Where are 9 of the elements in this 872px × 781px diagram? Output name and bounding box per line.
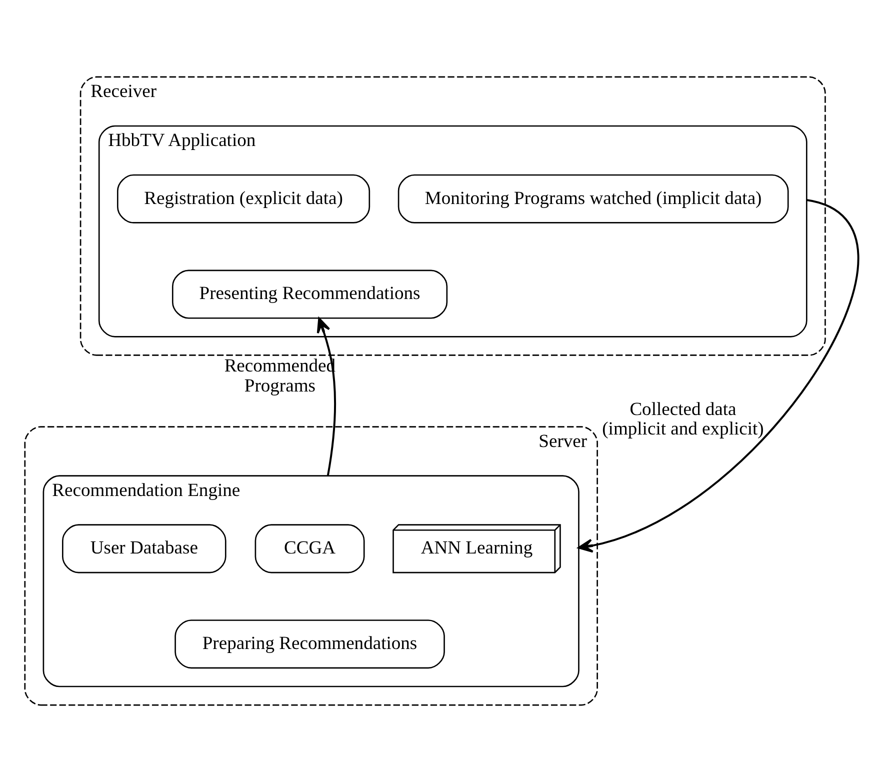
node-box: Monitoring Programs watched (implicit data) (397, 174, 788, 223)
edge-label: Collected data (implicit and explicit) (602, 398, 764, 440)
node-box: User Database (62, 524, 226, 573)
arrow (316, 317, 336, 476)
node-box: Preparing Recommendations (174, 619, 444, 668)
node-box: Presenting Recommendations (171, 269, 448, 318)
arrow (577, 198, 859, 552)
node-box: CCGA (254, 524, 364, 573)
node-box: Registration (explicit data) (116, 174, 370, 223)
